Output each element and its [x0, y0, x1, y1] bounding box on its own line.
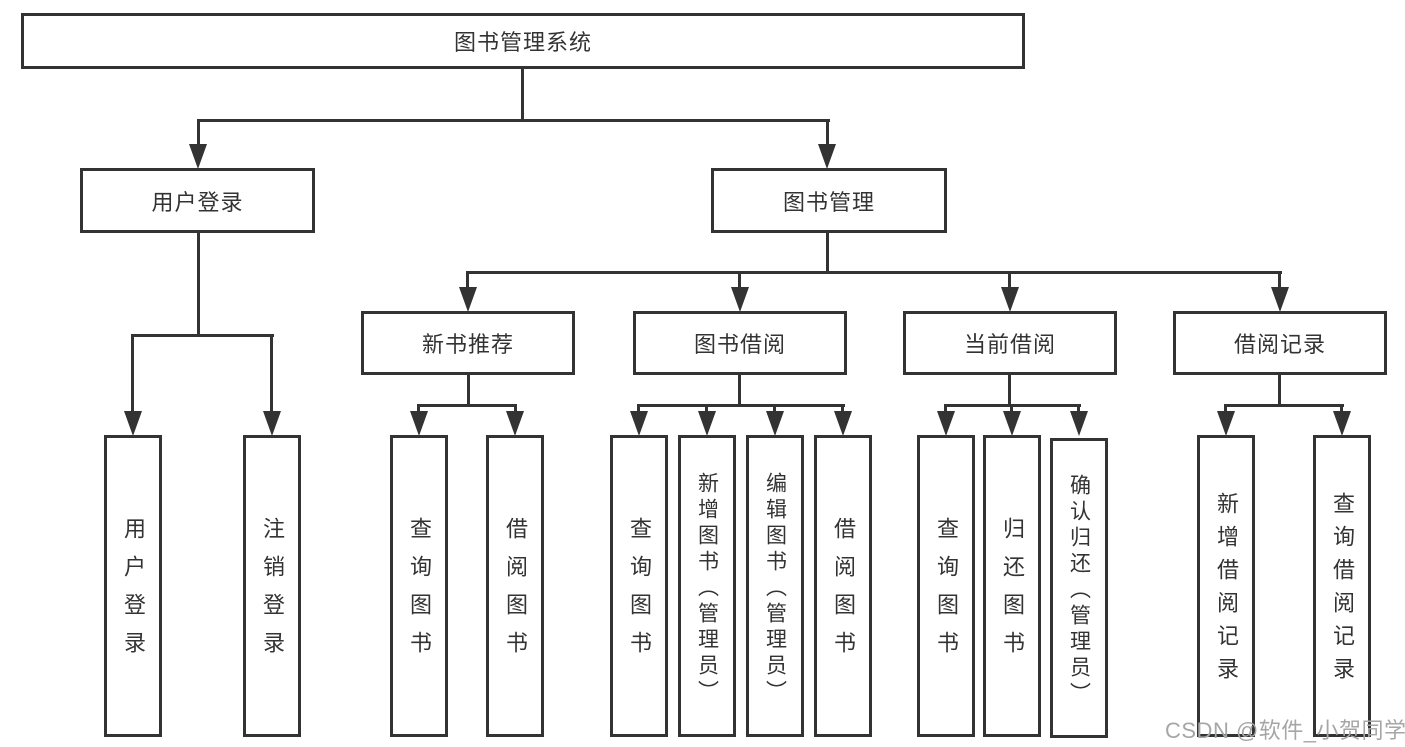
leaf-current-confirm-return-admin: 确认归还（管理员）: [1050, 438, 1108, 738]
leaf-recommend-query-books: 查询图书: [390, 435, 448, 737]
connector-userlogin-rail: [131, 334, 274, 337]
node-borrowing-records-label: 借阅记录: [1233, 332, 1326, 357]
connector-bookmgmt-rail: [466, 271, 1282, 274]
connector-stem-bor-query: [637, 404, 640, 413]
arrow-to-user-login: [189, 144, 207, 169]
connector-stem-cur-query: [944, 404, 947, 413]
leaf-current-return-books: 归还图书: [983, 435, 1041, 737]
connector-borrowing-stem: [738, 375, 741, 407]
leaf-current-return-books-label: 归还图书: [1000, 517, 1025, 669]
node-new-book-recommendation: 新书推荐: [361, 311, 575, 375]
leaf-records-query-record-label: 查询借阅记录: [1330, 492, 1355, 690]
arrow-to-cur-query: [937, 411, 955, 436]
leaf-recommend-borrow-books-label: 借阅图书: [503, 517, 528, 669]
leaf-user-login-label: 用户登录: [121, 517, 146, 669]
leaf-records-add-record: 新增借阅记录: [1197, 435, 1255, 737]
connector-stem-current: [1008, 271, 1011, 289]
leaf-borrow-query-books-label: 查询图书: [627, 517, 652, 669]
arrow-to-rec-query: [410, 411, 428, 436]
connector-stem-records: [1278, 271, 1281, 289]
leaf-user-login: 用户登录: [104, 435, 162, 737]
connector-stem-borrowing: [738, 271, 741, 289]
arrow-to-rec-borrow: [506, 411, 524, 436]
connector-stem-cur-confirm: [1077, 404, 1080, 413]
leaf-recommend-borrow-books: 借阅图书: [486, 435, 544, 737]
connector-stem-bor-edit: [773, 404, 776, 413]
leaf-borrow-edit-books-admin-label: 编辑图书（管理员）: [763, 471, 787, 706]
connector-userlogin-stem: [197, 233, 200, 336]
arrow-to-logout-leaf: [263, 411, 281, 436]
leaf-logout-label: 注销登录: [260, 517, 285, 669]
leaf-borrow-borrow-books: 借阅图书: [814, 435, 872, 737]
connector-stem-book-management: [826, 119, 829, 147]
node-user-login: 用户登录: [80, 168, 315, 233]
connector-root-stem: [521, 69, 524, 122]
arrow-to-records: [1271, 287, 1289, 312]
connector-stem-bor-borrow: [841, 404, 844, 413]
arrow-to-cur-return: [1003, 411, 1021, 436]
connector-records-rail: [1224, 404, 1344, 407]
leaf-logout: 注销登录: [243, 435, 301, 737]
arrow-to-current: [1001, 287, 1019, 312]
node-root-label: 图书管理系统: [453, 30, 592, 55]
connector-recommend-stem: [467, 375, 470, 407]
connector-stem-login-leaf: [131, 334, 134, 413]
node-book-borrowing: 图书借阅: [633, 311, 847, 375]
node-user-login-label: 用户登录: [151, 189, 244, 215]
leaf-recommend-query-books-label: 查询图书: [407, 517, 432, 669]
connector-bookmgmt-stem: [826, 233, 829, 274]
connector-stem-user-login: [197, 119, 200, 147]
arrow-to-book-management: [818, 144, 836, 169]
leaf-current-confirm-return-admin-label: 确认归还（管理员）: [1067, 473, 1091, 708]
connector-stem-recd-query: [1340, 404, 1343, 413]
connector-current-stem: [1008, 375, 1011, 407]
connector-stem-rec-borrow: [514, 404, 517, 413]
leaf-borrow-edit-books-admin: 编辑图书（管理员）: [746, 435, 804, 737]
leaf-borrow-add-books-admin-label: 新增图书（管理员）: [695, 471, 719, 706]
leaf-records-add-record-label: 新增借阅记录: [1214, 492, 1239, 690]
node-book-management-label: 图书管理: [782, 189, 875, 215]
arrow-to-bor-borrow: [834, 411, 852, 436]
arrow-to-recommend: [459, 287, 477, 312]
leaf-borrow-borrow-books-label: 借阅图书: [831, 517, 856, 669]
node-root-system: 图书管理系统: [21, 13, 1025, 69]
leaf-records-query-record: 查询借阅记录: [1313, 435, 1371, 737]
arrow-to-bor-add: [698, 411, 716, 436]
connector-stem-recommend: [466, 271, 469, 289]
connector-recommend-rail: [417, 404, 517, 407]
arrow-to-cur-confirm: [1070, 411, 1088, 436]
arrow-to-bor-query: [630, 411, 648, 436]
connector-stem-cur-return: [1010, 404, 1013, 413]
connector-records-stem: [1278, 375, 1281, 407]
leaf-current-query-books: 查询图书: [917, 435, 975, 737]
node-current-borrowing: 当前借阅: [903, 311, 1117, 375]
arrow-to-login-leaf: [124, 411, 142, 436]
csdn-watermark: CSDN @软件_小贺同学: [1165, 718, 1405, 743]
connector-root-rail: [197, 119, 830, 122]
connector-stem-recd-add: [1224, 404, 1227, 413]
arrow-to-bor-edit: [766, 411, 784, 436]
connector-stem-logout-leaf: [270, 334, 273, 413]
leaf-current-query-books-label: 查询图书: [934, 517, 959, 669]
node-book-management: 图书管理: [711, 168, 947, 233]
arrow-to-recd-add: [1217, 411, 1235, 436]
node-current-borrowing-label: 当前借阅: [963, 332, 1056, 357]
node-borrowing-records: 借阅记录: [1173, 311, 1387, 375]
connector-borrowing-rail: [637, 404, 845, 407]
node-new-book-recommendation-label: 新书推荐: [421, 332, 514, 357]
connector-stem-rec-query: [417, 404, 420, 413]
node-book-borrowing-label: 图书借阅: [693, 332, 786, 357]
connector-stem-bor-add: [705, 404, 708, 413]
arrow-to-recd-query: [1333, 411, 1351, 436]
arrow-to-borrowing: [731, 287, 749, 312]
leaf-borrow-add-books-admin: 新增图书（管理员）: [678, 435, 736, 737]
leaf-borrow-query-books: 查询图书: [610, 435, 668, 737]
